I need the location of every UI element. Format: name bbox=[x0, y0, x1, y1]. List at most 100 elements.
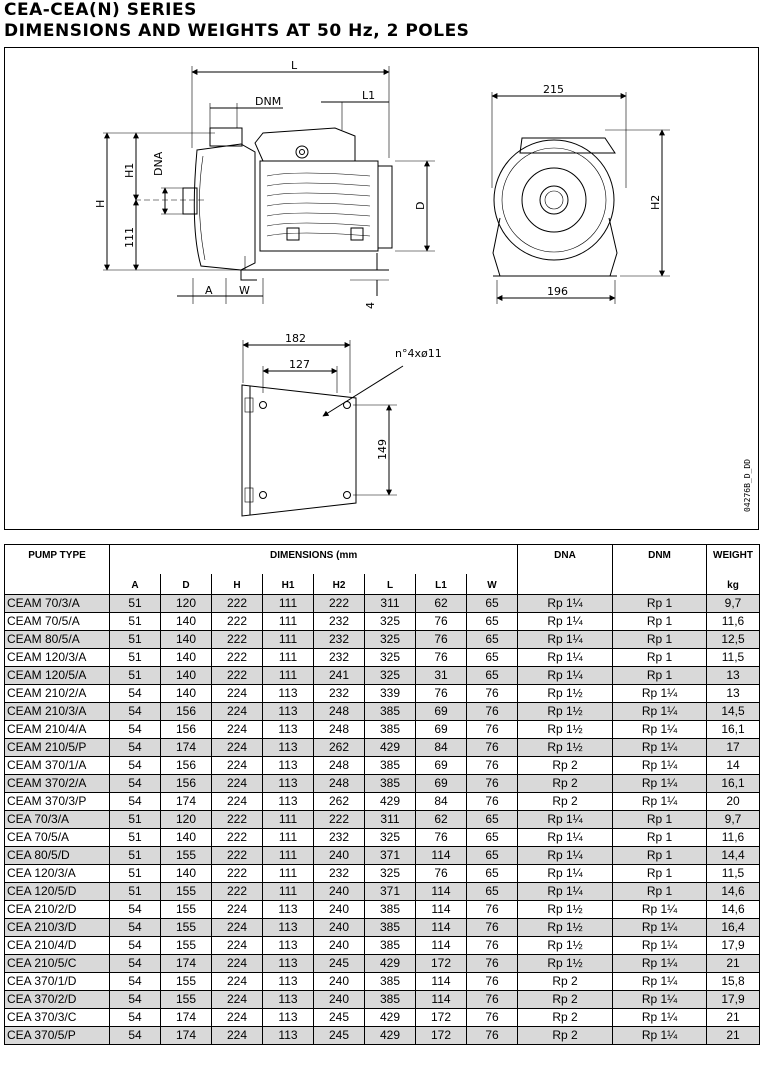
cell-dim-l: 371 bbox=[364, 882, 416, 901]
cell-dim-a: 51 bbox=[109, 810, 161, 829]
cell-dim-h1: 111 bbox=[262, 648, 314, 667]
label-holes: n°4xø11 bbox=[395, 347, 442, 360]
cell-dim-l: 311 bbox=[364, 594, 416, 613]
label-H2: H2 bbox=[649, 195, 662, 210]
cell-dim-l: 429 bbox=[364, 738, 416, 757]
cell-weight: 21 bbox=[706, 1026, 760, 1045]
cell-dim-a: 54 bbox=[109, 936, 161, 955]
label-A: A bbox=[205, 284, 213, 297]
cell-dim-h2: 240 bbox=[313, 846, 365, 865]
label-W: W bbox=[239, 284, 250, 297]
cell-dim-a: 54 bbox=[109, 720, 161, 739]
label-DNA: DNA bbox=[152, 151, 165, 176]
cell-pump-type: CEAM 80/5/A bbox=[4, 630, 110, 649]
cell-weight: 11,6 bbox=[706, 828, 760, 847]
cell-dna: Rp 2 bbox=[517, 990, 613, 1009]
cell-dim-w: 76 bbox=[466, 792, 518, 811]
cell-dim-d: 140 bbox=[160, 612, 212, 631]
cell-dim-l: 325 bbox=[364, 864, 416, 883]
cell-dim-h2: 248 bbox=[313, 720, 365, 739]
cell-dim-h1: 113 bbox=[262, 684, 314, 703]
cell-dim-d: 155 bbox=[160, 972, 212, 991]
cell-dim-a: 51 bbox=[109, 882, 161, 901]
cell-dim-h: 222 bbox=[211, 828, 263, 847]
cell-dim-h: 224 bbox=[211, 1008, 263, 1027]
cell-pump-type: CEA 70/5/A bbox=[4, 828, 110, 847]
cell-dim-w: 76 bbox=[466, 774, 518, 793]
cell-dim-h1: 113 bbox=[262, 1026, 314, 1045]
subheader-empty bbox=[4, 574, 110, 595]
cell-dna: Rp 1¼ bbox=[517, 630, 613, 649]
cell-weight: 9,7 bbox=[706, 594, 760, 613]
cell-dim-h1: 111 bbox=[262, 846, 314, 865]
cell-dim-w: 76 bbox=[466, 990, 518, 1009]
cell-dim-h1: 111 bbox=[262, 882, 314, 901]
cell-dim-l1: 69 bbox=[415, 756, 467, 775]
cell-dim-d: 156 bbox=[160, 702, 212, 721]
label-L: L bbox=[291, 59, 298, 72]
cell-weight: 15,8 bbox=[706, 972, 760, 991]
cell-dim-d: 140 bbox=[160, 666, 212, 685]
cell-dim-h: 222 bbox=[211, 630, 263, 649]
series-title: CEA-CEA(N) SERIES bbox=[4, 0, 197, 20]
cell-dnm: Rp 1 bbox=[612, 648, 707, 667]
cell-dim-h1: 111 bbox=[262, 810, 314, 829]
cell-dnm: Rp 1¼ bbox=[612, 1008, 707, 1027]
table-subheader-row: A D H H1 H2 L L1 W kg bbox=[4, 574, 760, 595]
cell-dnm: Rp 1¼ bbox=[612, 684, 707, 703]
cell-dim-a: 51 bbox=[109, 630, 161, 649]
cell-pump-type: CEAM 120/3/A bbox=[4, 648, 110, 667]
cell-dim-l1: 62 bbox=[415, 810, 467, 829]
cell-dim-d: 174 bbox=[160, 792, 212, 811]
label-H1: H1 bbox=[123, 163, 136, 178]
cell-weight: 14,6 bbox=[706, 900, 760, 919]
cell-weight: 11,6 bbox=[706, 612, 760, 631]
cell-dim-w: 76 bbox=[466, 738, 518, 757]
cell-weight: 14,6 bbox=[706, 882, 760, 901]
cell-dim-h: 224 bbox=[211, 900, 263, 919]
cell-dim-h1: 113 bbox=[262, 990, 314, 1009]
cell-weight: 16,4 bbox=[706, 918, 760, 937]
cell-dim-l: 311 bbox=[364, 810, 416, 829]
subheader-L1: L1 bbox=[415, 574, 467, 595]
cell-dim-d: 174 bbox=[160, 954, 212, 973]
cell-dim-h: 222 bbox=[211, 648, 263, 667]
cell-dim-a: 51 bbox=[109, 828, 161, 847]
cell-dim-d: 140 bbox=[160, 630, 212, 649]
cell-dnm: Rp 1 bbox=[612, 810, 707, 829]
drawing-code: 04276B_D_DD bbox=[743, 459, 752, 512]
cell-dim-l1: 76 bbox=[415, 864, 467, 883]
label-DNM: DNM bbox=[255, 95, 281, 108]
cell-dim-l: 371 bbox=[364, 846, 416, 865]
base-plate-view bbox=[241, 340, 404, 517]
cell-dim-d: 140 bbox=[160, 828, 212, 847]
cell-dim-d: 155 bbox=[160, 846, 212, 865]
cell-dna: Rp 1¼ bbox=[517, 864, 613, 883]
cell-dim-h1: 111 bbox=[262, 594, 314, 613]
cell-dim-l1: 114 bbox=[415, 936, 467, 955]
cell-dim-l1: 114 bbox=[415, 918, 467, 937]
cell-dnm: Rp 1¼ bbox=[612, 720, 707, 739]
cell-dim-a: 51 bbox=[109, 612, 161, 631]
cell-dim-a: 54 bbox=[109, 1008, 161, 1027]
cell-dim-l1: 31 bbox=[415, 666, 467, 685]
cell-dim-h2: 240 bbox=[313, 936, 365, 955]
cell-dim-d: 155 bbox=[160, 882, 212, 901]
cell-dna: Rp 2 bbox=[517, 972, 613, 991]
cell-dim-l: 325 bbox=[364, 666, 416, 685]
cell-dim-h2: 222 bbox=[313, 594, 365, 613]
cell-dim-l: 385 bbox=[364, 990, 416, 1009]
subheader-H1: H1 bbox=[262, 574, 314, 595]
cell-dim-l1: 114 bbox=[415, 990, 467, 1009]
cell-dim-h: 222 bbox=[211, 594, 263, 613]
cell-dim-h1: 113 bbox=[262, 1008, 314, 1027]
cell-dim-w: 76 bbox=[466, 756, 518, 775]
cell-dim-h: 224 bbox=[211, 792, 263, 811]
label-149: 149 bbox=[376, 439, 389, 460]
cell-dnm: Rp 1¼ bbox=[612, 990, 707, 1009]
